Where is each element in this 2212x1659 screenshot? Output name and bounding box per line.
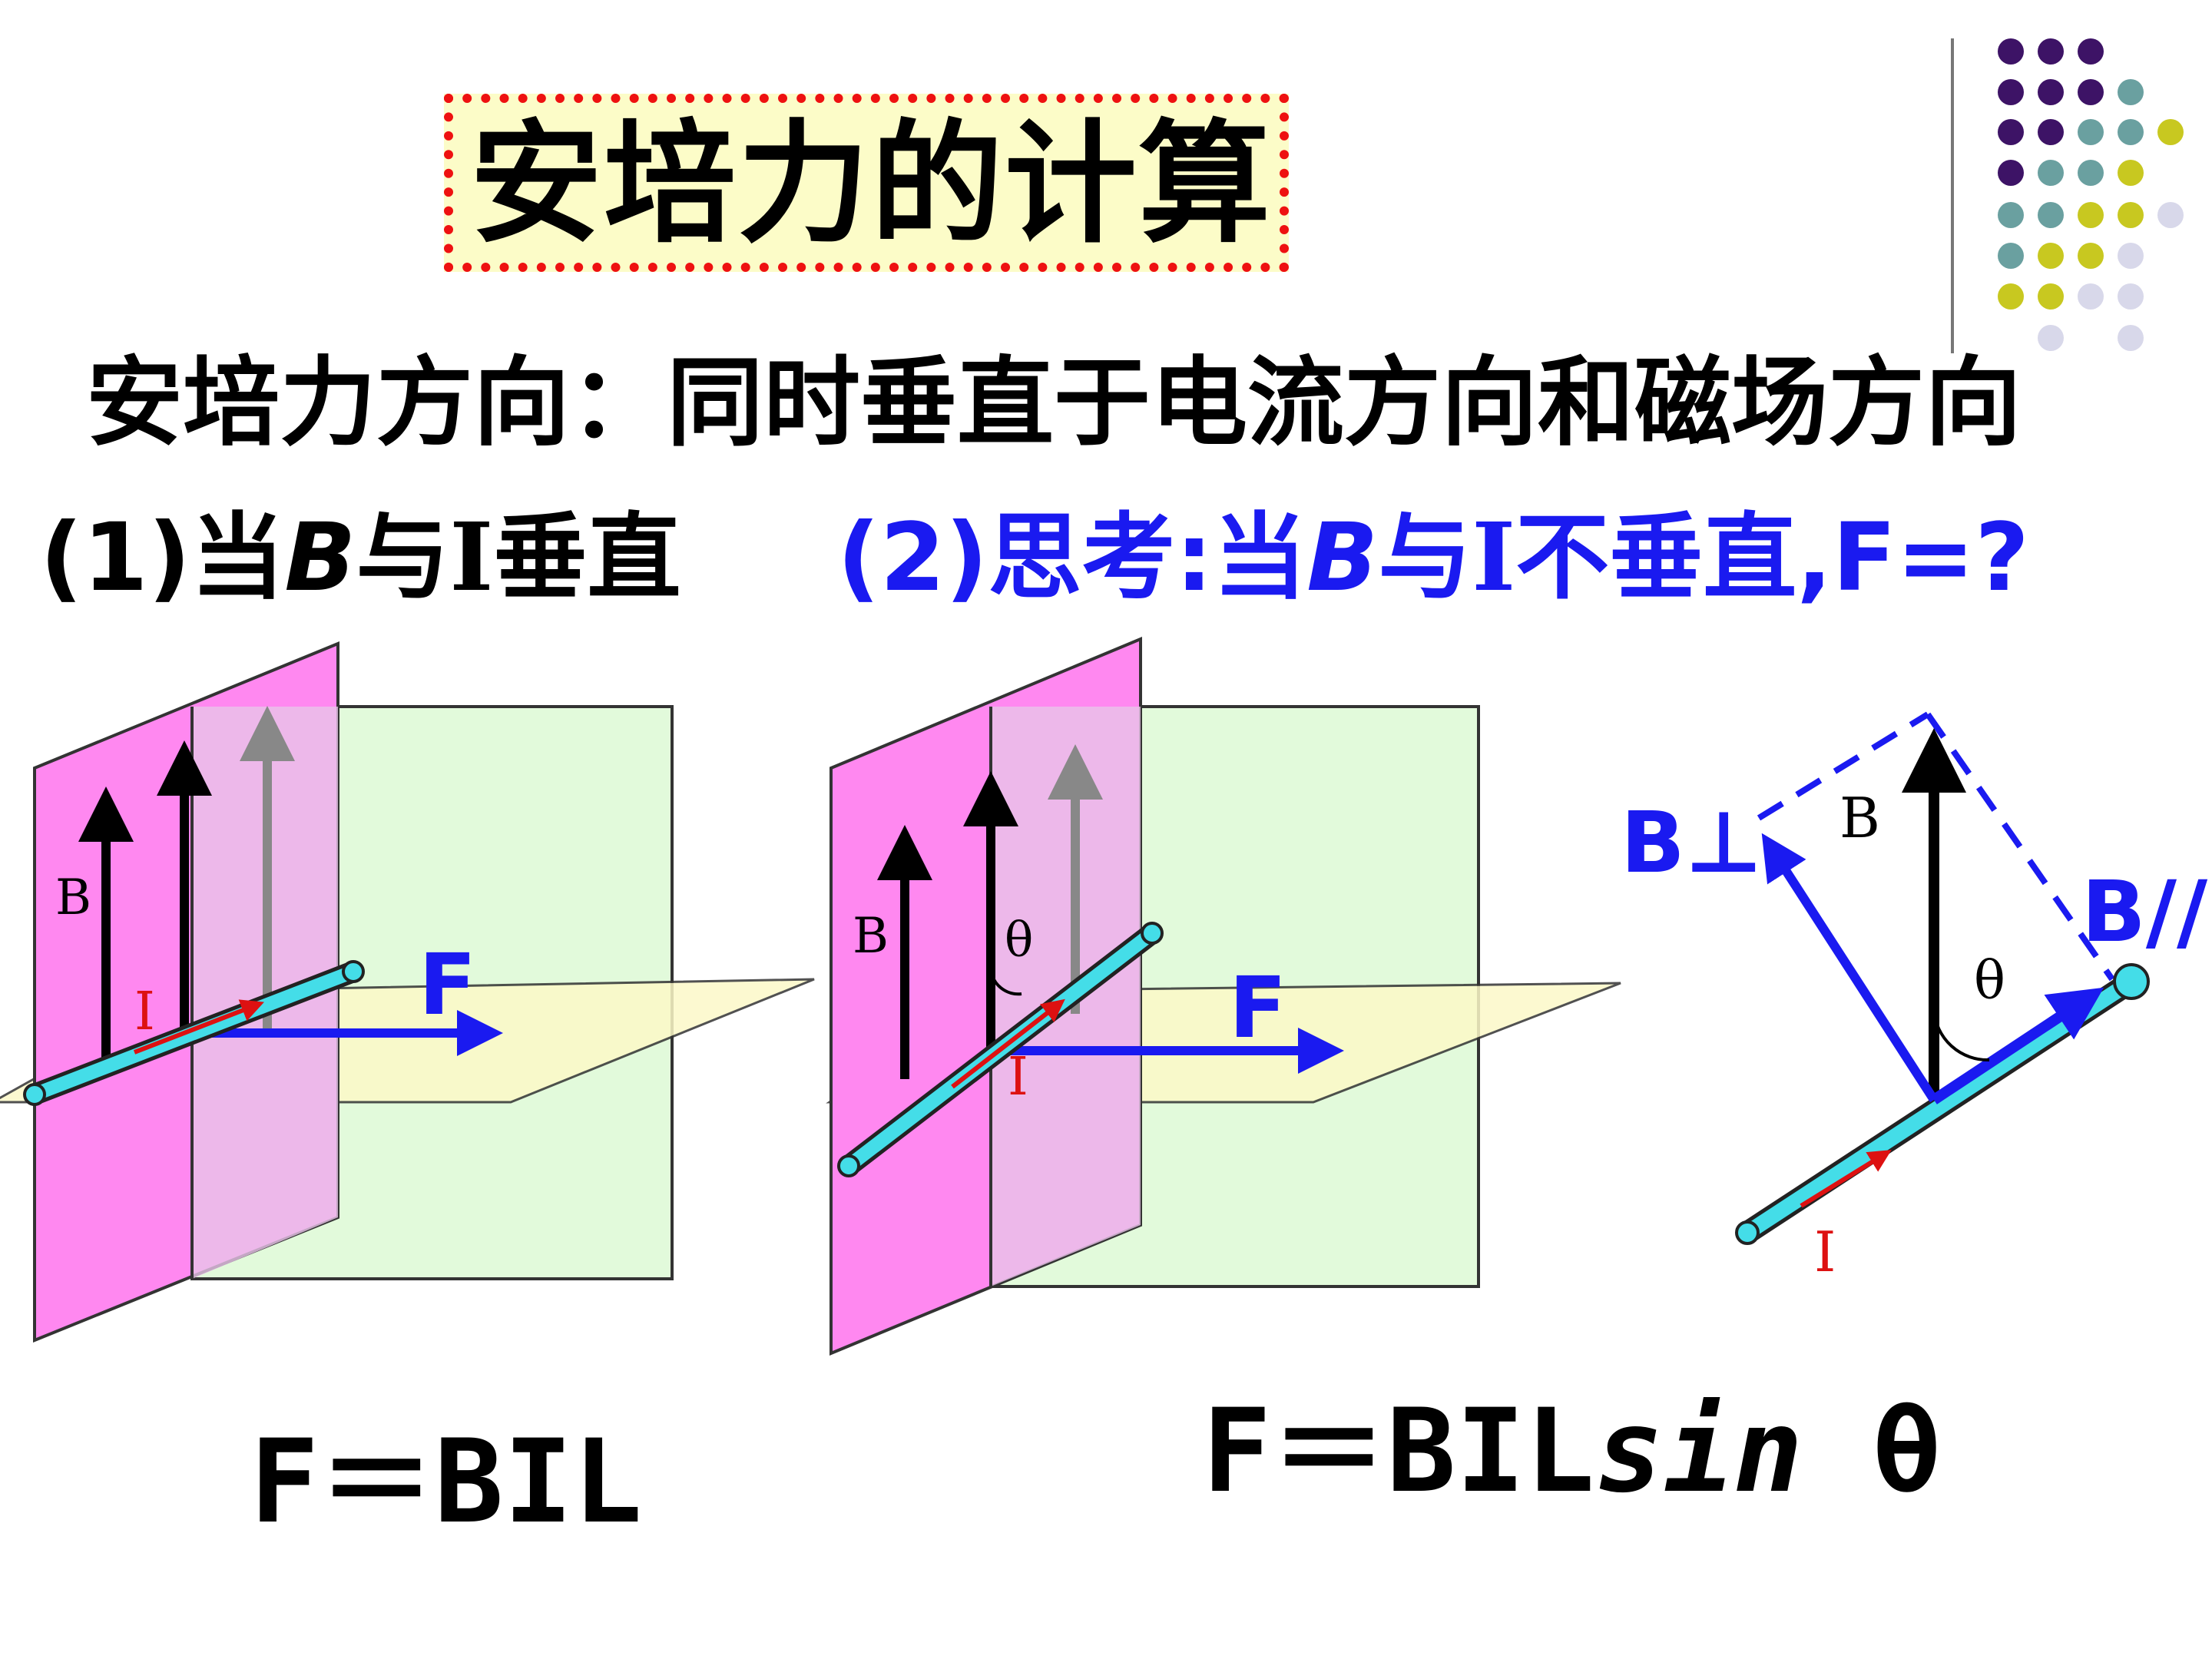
divider-line [1951, 38, 1954, 353]
case2-mid: 与 [1378, 503, 1472, 612]
case1-suffix: 垂直 [493, 503, 681, 612]
b-perp-arrow [1761, 833, 1939, 1103]
wire-end [23, 1083, 46, 1106]
wire [28, 965, 360, 1101]
current-arrow [1800, 1150, 1892, 1208]
case1-b: B [284, 503, 356, 612]
theta-arc [989, 969, 1022, 996]
wire-end [342, 960, 365, 983]
wire-end [1735, 1220, 1760, 1245]
theta-arc [1932, 1009, 1990, 1062]
case1-mid: 与 [356, 503, 450, 612]
i-label: I [134, 982, 155, 1042]
page-title: 安培力的计算 [470, 107, 1272, 261]
current-arrow [133, 999, 264, 1055]
b-label: B [1839, 786, 1880, 850]
f-label: F [1229, 959, 1286, 1057]
f-label: F [419, 935, 476, 1034]
b-parallel-label: B// [2081, 863, 2208, 961]
diagram3-decomposition: B B⊥ B// θ I [1621, 711, 2208, 1284]
formula-angled: F＝BILsin θ [1202, 1375, 1942, 1528]
wire-end [1141, 922, 1164, 945]
decorative-dots [1998, 38, 2184, 351]
case2-heading: (2)思考:当B与I不垂直,F=? [837, 492, 2081, 622]
current-arrow [951, 998, 1065, 1089]
subtitle: 安培力方向：同时垂直于电流方向和磁场方向 [86, 346, 2022, 459]
i-label: I [1008, 1047, 1028, 1108]
formula-perpendicular: F＝BIL [250, 1416, 643, 1549]
case1-heading: (1)当B与I垂直 [40, 492, 731, 622]
b-label: B [853, 908, 889, 965]
b-parallel-arrow [1931, 987, 2104, 1104]
i-label: I [1814, 1220, 1836, 1284]
title-box [444, 94, 1289, 272]
wire-end [2113, 963, 2150, 1000]
case1-prefix: (1)当 [40, 503, 285, 612]
dashed-projection [1757, 711, 1930, 821]
case2-suffix: 不垂直,F=? [1515, 503, 2029, 612]
formula2-theta: θ [1803, 1385, 1942, 1518]
case2-b: B [1306, 503, 1379, 612]
theta-label: θ [1005, 912, 1033, 968]
diagram1-perpendicular: B I F [0, 641, 815, 1343]
case2-prefix: (2)思考:当 [837, 503, 1307, 612]
b-perp-label: B⊥ [1621, 793, 1762, 892]
case1-i: I [449, 502, 494, 612]
formula2-main: F＝BIL [1202, 1385, 1595, 1518]
wire-end [837, 1154, 860, 1177]
b-label: B [55, 869, 91, 926]
formula2-sin: sin [1594, 1385, 1803, 1518]
theta-label: θ [1974, 951, 2005, 1012]
case2-i: I [1472, 502, 1516, 612]
diagram2-angled: B θ I F [826, 636, 1621, 1356]
